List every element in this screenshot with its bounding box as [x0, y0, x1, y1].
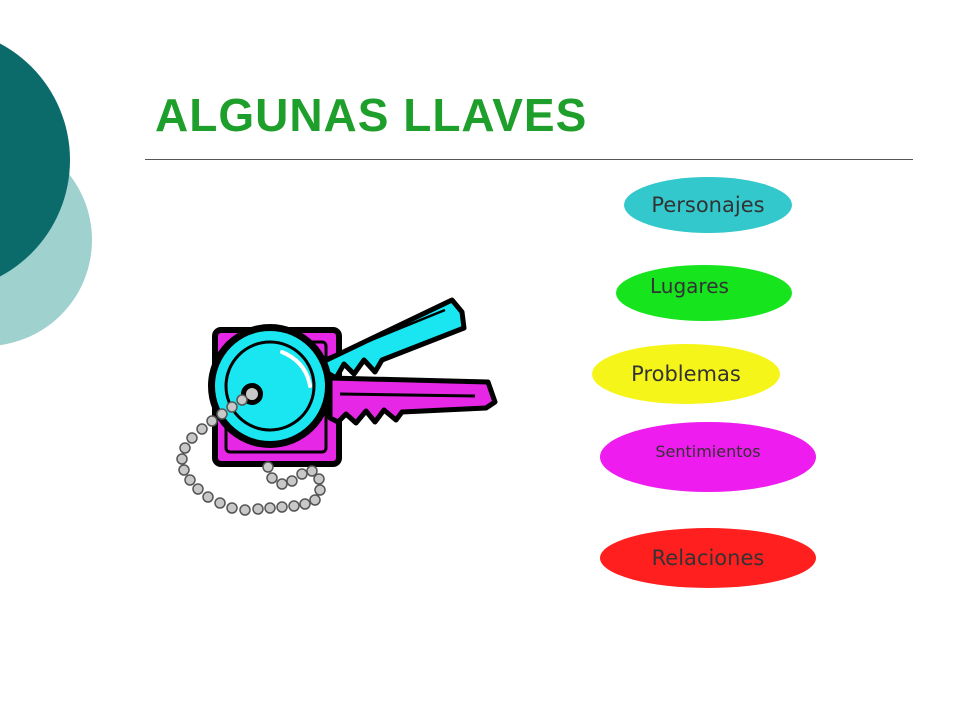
- label-lugares: Lugares: [616, 265, 792, 321]
- keys-on-chain-icon: [176, 297, 498, 516]
- slide-title: ALGUNAS LLAVES: [155, 89, 588, 141]
- label-sentimientos-text: Sentimientos: [655, 441, 761, 461]
- label-sentimientos: Sentimientos: [600, 422, 816, 492]
- label-lugares-text: Lugares: [650, 274, 729, 298]
- bead-chain: [176, 394, 326, 516]
- label-personajes: Personajes: [624, 177, 792, 233]
- label-relaciones: Relaciones: [600, 528, 816, 588]
- title-underline: [145, 159, 913, 160]
- cyan-key: [208, 297, 467, 448]
- dark-teal-circle: [0, 43, 70, 277]
- label-relaciones-text: Relaciones: [651, 546, 765, 570]
- decorative-circles: [0, 43, 92, 346]
- label-personajes-text: Personajes: [651, 193, 765, 217]
- label-problemas: Problemas: [592, 344, 780, 404]
- label-problemas-text: Problemas: [631, 362, 741, 386]
